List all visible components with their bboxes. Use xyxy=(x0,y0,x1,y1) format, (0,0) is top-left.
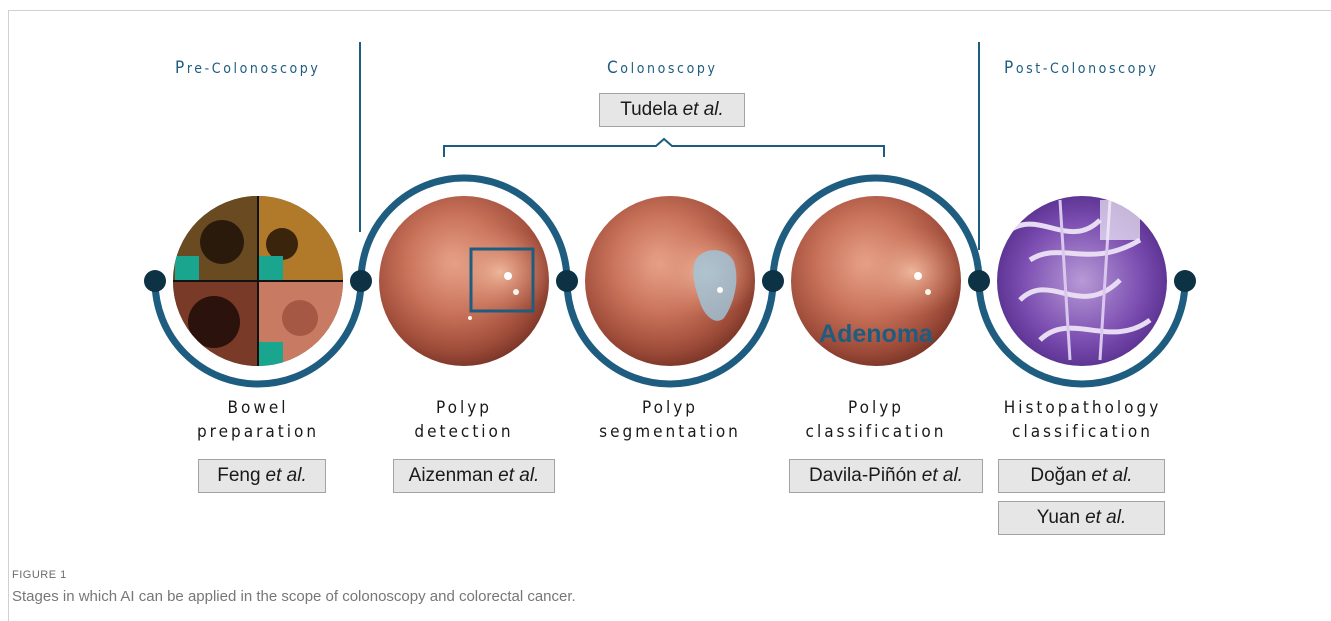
ref-etal: et al. xyxy=(266,465,307,487)
ref-author: Yuan xyxy=(1037,507,1080,529)
ref-feng: Feng et al. xyxy=(198,459,326,493)
node-4 xyxy=(762,270,784,292)
polyp-segmentation-image xyxy=(585,196,761,366)
node-3 xyxy=(556,270,578,292)
node-1 xyxy=(144,270,166,292)
phase-pre-colonoscopy: Pre-Colonoscopy xyxy=(175,58,320,78)
ref-etal: et al. xyxy=(683,99,724,121)
ref-author: Aizenman xyxy=(409,465,494,487)
stage-bowel-preparation: Bowel preparation xyxy=(178,396,338,444)
ref-author: Feng xyxy=(217,465,260,487)
adenoma-label: Adenoma xyxy=(819,320,934,348)
node-2 xyxy=(350,270,372,292)
stage-polyp-detection: Polyp detection xyxy=(384,396,544,444)
phase-colonoscopy: Colonoscopy xyxy=(607,58,718,78)
node-6 xyxy=(1174,270,1196,292)
ref-etal: et al. xyxy=(922,465,963,487)
colonoscopy-bracket xyxy=(444,139,884,157)
histopathology-image xyxy=(997,196,1167,366)
polyp-detection-image xyxy=(379,196,555,366)
node-5 xyxy=(968,270,990,292)
ref-etal: et al. xyxy=(498,465,539,487)
ref-author: Doğan xyxy=(1030,465,1086,487)
ref-tudela: Tudela et al. xyxy=(599,93,745,127)
stage-polyp-segmentation: Polyp segmentation xyxy=(585,396,755,444)
figure-caption: Stages in which AI can be applied in the… xyxy=(12,588,576,605)
figure-label: FIGURE 1 xyxy=(12,569,67,581)
phase-post-colonoscopy: Post-Colonoscopy xyxy=(1004,58,1159,78)
stage-polyp-classification: Polyp classification xyxy=(790,396,962,444)
ref-author: Davila-Piñón xyxy=(809,465,917,487)
ref-author: Tudela xyxy=(620,99,677,121)
bowel-prep-image xyxy=(173,196,343,366)
ref-etal: et al. xyxy=(1085,507,1126,529)
ref-etal: et al. xyxy=(1091,465,1132,487)
stage-histopathology-classification: Histopathology classification xyxy=(990,396,1175,444)
